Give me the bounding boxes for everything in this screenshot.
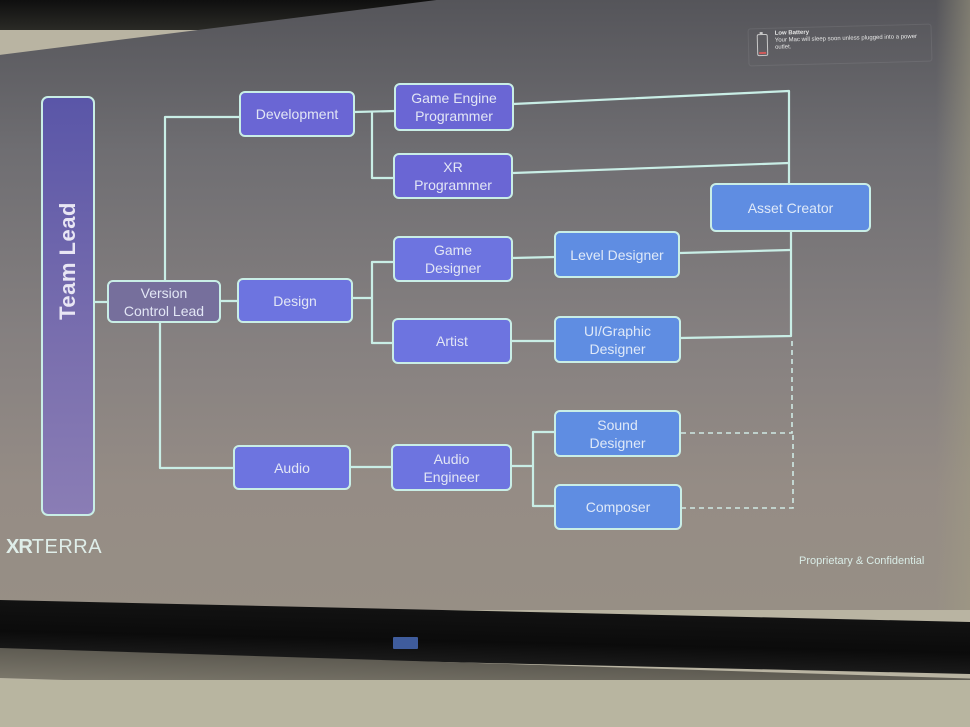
confidential-footer: Proprietary & Confidential — [799, 555, 925, 567]
node-artist: Artist — [392, 318, 512, 364]
link-gep-asset — [512, 89, 791, 184]
link-sd-asset-dashed — [681, 338, 793, 434]
connector-lines — [95, 89, 794, 509]
link-ae-sd — [512, 430, 555, 468]
node-design: Design — [237, 278, 353, 323]
node-xr-programmer: XR Programmer — [393, 153, 513, 199]
link-vcl-development — [163, 115, 240, 280]
development-label: Development — [255, 106, 339, 122]
game-designer-label: Game Designer — [424, 242, 482, 276]
ui-graphic-designer-label: UI/Graphic Designer — [584, 322, 651, 357]
link-gd-ld — [511, 255, 556, 260]
node-game-engine-programmer: Game Engine Programmer — [394, 83, 514, 131]
screen-edge-glow — [936, 0, 970, 610]
link-dev-gep — [353, 109, 396, 114]
node-sound-designer: Sound Designer — [554, 410, 681, 457]
artist-label: Artist — [436, 333, 468, 349]
link-ld-asset — [679, 248, 791, 255]
xr-programmer-label: XR Programmer — [414, 159, 492, 193]
link-ui-asset — [679, 232, 793, 340]
design-label: Design — [273, 292, 317, 309]
sound-designer-label: Sound Designer — [589, 416, 646, 451]
node-development: Development — [239, 91, 355, 137]
link-vcl-audio — [158, 322, 234, 470]
link-composer-asset-dashed — [681, 433, 794, 509]
node-asset-creator: Asset Creator — [710, 183, 871, 232]
node-version-control-lead: Version Control Lead — [107, 280, 221, 323]
notification-title: Low Battery — [774, 29, 810, 37]
node-level-designer: Level Designer — [554, 231, 680, 278]
node-game-designer: Game Designer — [393, 236, 513, 282]
notification-message: Your Mac will sleep soon unless plugged … — [774, 33, 918, 51]
link-design-gd — [352, 260, 394, 300]
logo-prefix: XR — [6, 536, 33, 558]
audio-engineer-label: Audio Engineer — [423, 450, 480, 485]
version-control-lead-label: Version Control Lead — [123, 284, 205, 319]
level-designer-label: Level Designer — [570, 246, 664, 263]
node-composer: Composer — [554, 484, 682, 530]
xrterra-logo: XRTERRA — [6, 536, 102, 559]
node-ui-graphic-designer: UI/Graphic Designer — [554, 316, 681, 363]
composer-label: Composer — [585, 499, 651, 515]
game-engine-programmer-label: Game Engine Programmer — [411, 90, 497, 124]
low-battery-notification[interactable]: Low Battery Your Mac will sleep soon unl… — [747, 23, 933, 67]
power-indicator-led — [393, 637, 418, 649]
audio-label: Audio — [274, 459, 310, 476]
link-dev-xr — [370, 112, 394, 180]
low-battery-icon — [756, 33, 769, 57]
team-lead-label: Team Lead — [55, 202, 80, 320]
logo-suffix: TERRA — [31, 536, 103, 558]
node-audio-engineer: Audio Engineer — [391, 444, 512, 491]
wall — [0, 680, 970, 727]
link-ae-composer — [531, 466, 555, 508]
link-xr-asset — [512, 161, 790, 175]
node-team-lead: Team Lead — [41, 96, 95, 516]
node-audio: Audio — [233, 445, 351, 490]
asset-creator-label: Asset Creator — [747, 199, 834, 216]
link-design-artist — [370, 298, 392, 345]
